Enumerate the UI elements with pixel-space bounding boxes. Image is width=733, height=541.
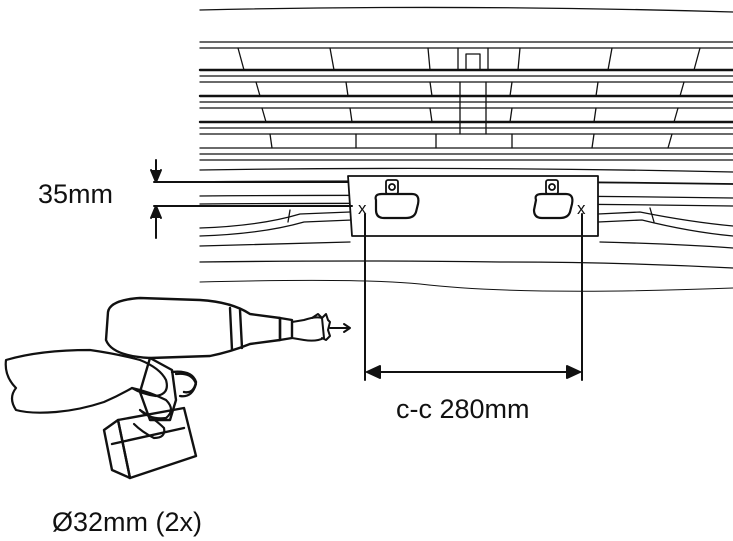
right-mount-hook: [532, 179, 574, 220]
vehicle-grille: [198, 6, 733, 292]
hand-icon: [4, 348, 198, 440]
drill-label: Ø32mm (2x): [52, 507, 202, 537]
plate-bracket: [347, 175, 599, 237]
spacing-label: c-c 280mm: [396, 394, 530, 424]
height-dimension: [150, 159, 353, 239]
right-hole-mark: x: [577, 199, 586, 218]
height-label: 35mm: [38, 179, 113, 209]
left-hole-mark: x: [358, 199, 367, 218]
left-mount-hook: [374, 179, 420, 220]
hole-saw-icon: [291, 313, 351, 342]
spacing-dimension: [364, 213, 583, 381]
